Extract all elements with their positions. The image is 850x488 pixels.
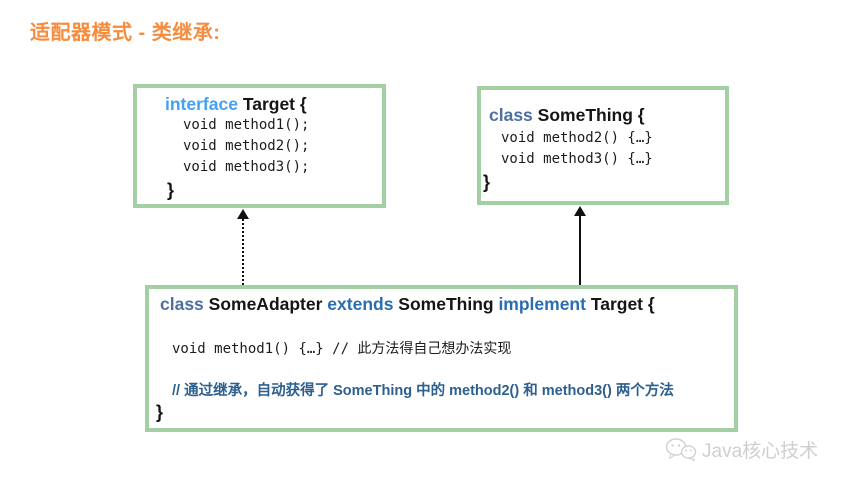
something-name: SomeThing { (532, 105, 645, 125)
implements-arrow-head-icon (237, 209, 249, 219)
something-class-box: class SomeThing { void method2() {…} voi… (477, 86, 729, 205)
code-line: void method1(); (183, 117, 310, 133)
inheritance-comment-line: // 通过继承，自动获得了 SomeThing 中的 method2() 和 m… (172, 383, 674, 399)
wechat-icon (665, 437, 697, 461)
keyword-extends: extends (327, 294, 399, 314)
adapter-box-header: class SomeAdapter extends SomeThing impl… (160, 293, 734, 315)
closing-brace: } (167, 180, 175, 200)
page-title: 适配器模式 - 类继承: (30, 22, 221, 44)
keyword-implement: implement (498, 294, 591, 314)
parent-class-name: SomeThing (398, 294, 499, 314)
target-name: Target { (237, 94, 307, 114)
code-line: void method2(); (183, 138, 310, 154)
method1-code-line: void method1() {…} // 此方法得自己想办法实现 (172, 341, 512, 357)
extends-arrow (579, 216, 581, 285)
closing-brace: } (483, 172, 491, 192)
target-box-body: void method1(); void method2(); void met… (137, 115, 382, 178)
something-box-body: void method2() {…} void method3() {…} (481, 128, 725, 170)
keyword-class: class (489, 105, 533, 125)
extends-arrow-head-icon (574, 206, 586, 216)
keyword-interface: interface (165, 94, 238, 114)
implements-arrow (242, 219, 244, 285)
code-line: void method3() {…} (501, 151, 653, 167)
watermark-text: Java核心技术 (702, 441, 819, 462)
target-box-header: interface Target { (165, 93, 382, 115)
code-line: void method3(); (183, 159, 310, 175)
adapter-class-box: class SomeAdapter extends SomeThing impl… (145, 285, 738, 432)
target-interface-box: interface Target { void method1(); void … (133, 84, 386, 208)
interface-name: Target { (590, 294, 655, 314)
watermark: Java核心技术 (665, 436, 818, 463)
something-box-header: class SomeThing { (489, 104, 725, 126)
adapter-name: SomeAdapter (208, 294, 328, 314)
code-line: void method2() {…} (501, 130, 653, 146)
closing-brace: } (156, 402, 164, 422)
keyword-class: class (160, 294, 209, 314)
